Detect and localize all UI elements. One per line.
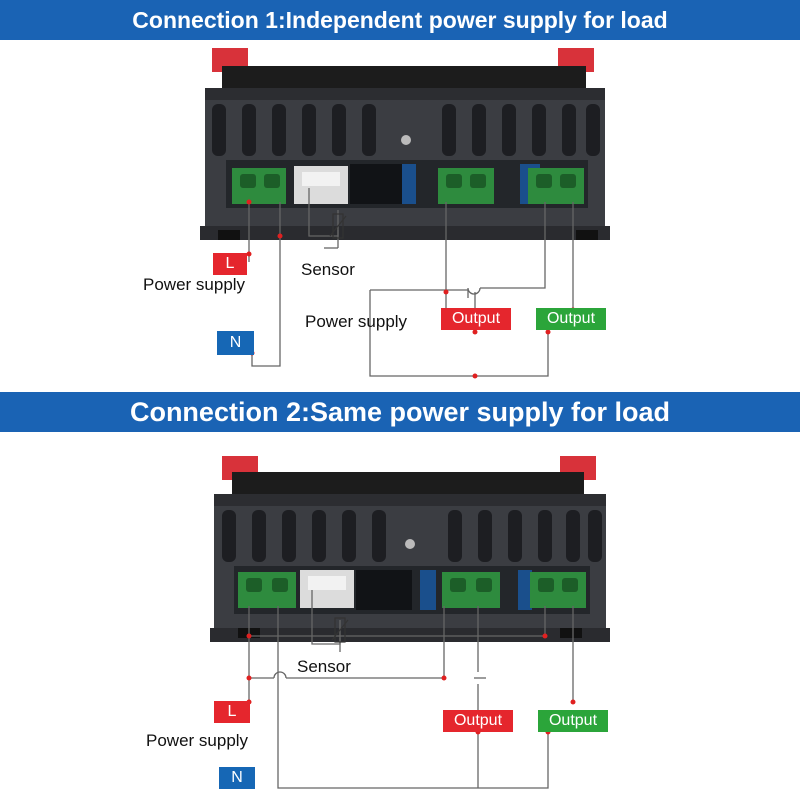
load-power-supply-label: Power supply: [305, 312, 408, 331]
output-2-label: Output: [536, 308, 606, 330]
connection-1-diagram: L Power supply N Sensor Power supply Out…: [0, 40, 800, 392]
wiring-lines: [248, 590, 574, 789]
output-1-label: Output: [441, 308, 511, 330]
connection-1-title: Connection 1:Independent power supply fo…: [0, 0, 800, 40]
connection-2-title: Connection 2:Same power supply for load: [0, 392, 800, 432]
neutral-N-label: N: [219, 767, 255, 789]
connection-1-wiring-svg: [200, 48, 610, 379]
sensor-label: Sensor: [297, 657, 351, 676]
output-1-label: Output: [443, 710, 513, 732]
connection-2-diagram: L Power supply N Sensor Output Output: [0, 432, 800, 800]
power-supply-label: Power supply: [143, 275, 246, 294]
sensor-element: [332, 213, 344, 239]
live-L-label: L: [213, 253, 247, 275]
neutral-N-label: N: [217, 331, 254, 355]
sensor-element: [334, 617, 346, 643]
live-L-label: L: [214, 701, 250, 723]
sensor-label: Sensor: [301, 260, 355, 279]
output-2-label: Output: [538, 710, 608, 732]
controller-device: [200, 48, 610, 240]
controller-device: [210, 456, 610, 642]
connection-2-wiring-svg: [210, 456, 610, 789]
junction-dots: [246, 633, 576, 785]
power-supply-label: Power supply: [146, 731, 249, 750]
